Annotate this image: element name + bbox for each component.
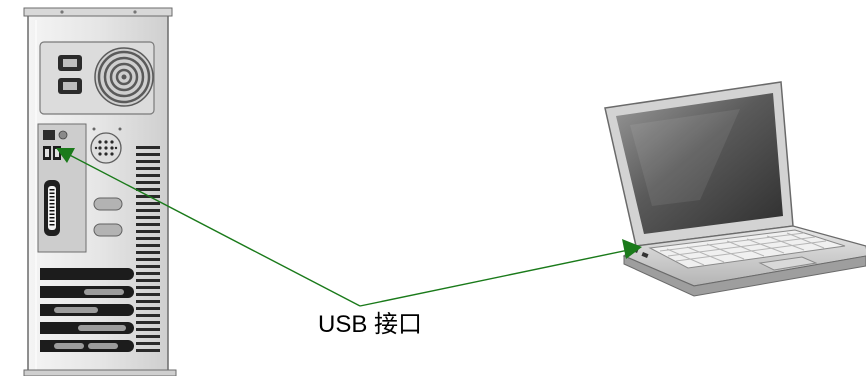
arrowhead-icon [622,239,642,259]
usb-connection-lines [59,149,639,307]
laptop-screen [616,93,783,234]
arrowhead-icon [56,148,75,163]
keyboard [648,229,846,269]
desktop-tower-icon [23,7,177,377]
touchpad [758,256,818,271]
usb-port-icon [43,146,61,160]
expansion-slots [40,268,134,352]
serial-ports [93,197,123,237]
power-supply-panel [39,41,155,115]
io-panel [37,123,87,253]
ps2-port-icon [90,127,122,164]
laptop-icon [604,81,866,297]
vent-slots [136,146,160,352]
usb-port-caption: USB 接口 [318,311,423,338]
